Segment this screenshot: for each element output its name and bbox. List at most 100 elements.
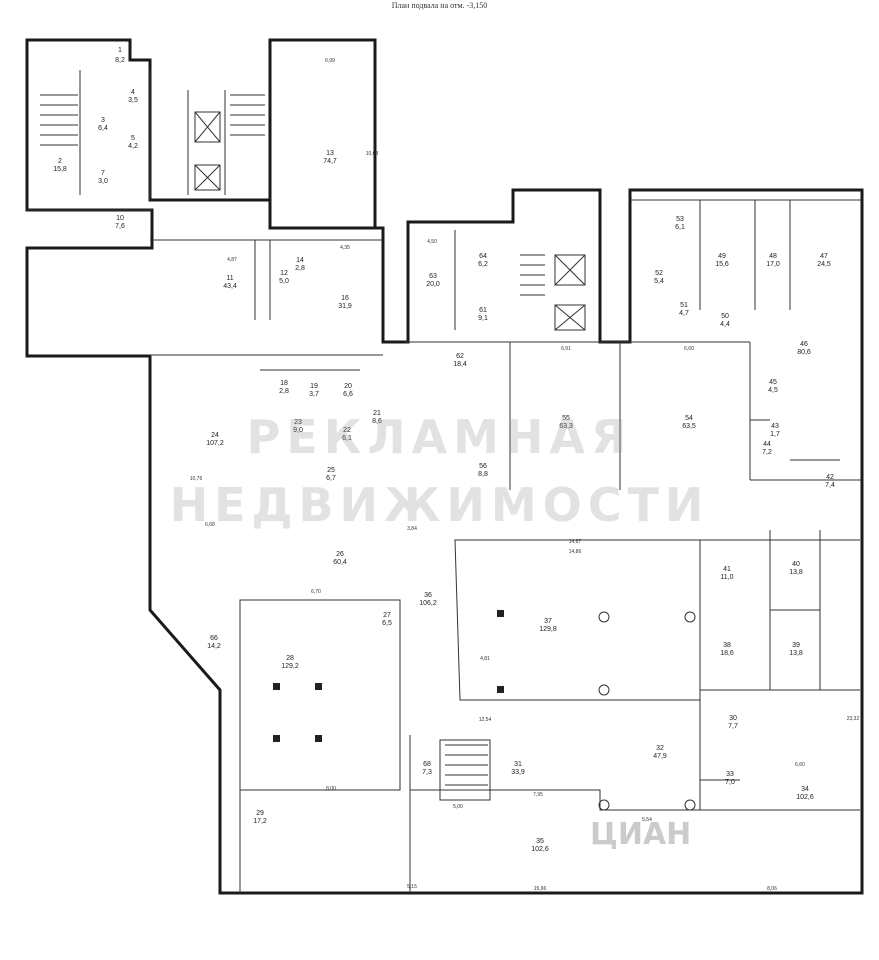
room-52-area: 5,4 [654, 278, 664, 285]
room-49-label: 49 [718, 253, 726, 260]
room-53-area: 6,1 [675, 224, 685, 231]
room-18-label: 18 [280, 380, 288, 387]
cian-logo: ЦИАН [590, 817, 692, 852]
room-37-label: 37 [544, 618, 552, 625]
room-42-area: 7,4 [825, 482, 835, 489]
room-2-area: 15,8 [53, 166, 67, 173]
dimension-label: 8,00 [326, 786, 336, 792]
room-61-area: 9,1 [478, 315, 488, 322]
dimension-label: 4,87 [227, 257, 237, 263]
room-64-area: 6,2 [478, 261, 488, 268]
room-43-area: 1,7 [770, 431, 780, 438]
room-48-label: 48 [769, 253, 777, 260]
room-7-label: 7 [101, 170, 105, 177]
room-12-area: 5,0 [279, 278, 289, 285]
room-14-area: 2,8 [295, 265, 305, 272]
room-54-label: 54 [685, 415, 693, 422]
room-25-area: 6,7 [326, 475, 336, 482]
room-40-label: 40 [792, 561, 800, 568]
dimension-label: 3,84 [407, 526, 417, 532]
room-50-area: 4,4 [720, 321, 730, 328]
room-43-label: 43 [771, 423, 779, 430]
room-27-label: 27 [383, 612, 391, 619]
room-44-label: 44 [763, 441, 771, 448]
room-33-area: 7,0 [725, 779, 735, 786]
room-46-area: 80,6 [797, 349, 811, 356]
room-41-area: 11,0 [720, 574, 733, 581]
dimension-label: 6,99 [325, 58, 335, 64]
room-56-area: 8,8 [478, 471, 488, 478]
dimension-labels: 6,99 10,68 4,87 4,35 4,50 14,87 14,86 6,… [190, 58, 860, 892]
room-44-area: 7,2 [762, 449, 772, 456]
room-30-area: 7,7 [728, 723, 738, 730]
room-62-label: 62 [456, 353, 464, 360]
room-68-area: 7,3 [422, 769, 432, 776]
outer-walls [25, 38, 864, 895]
room-3-area: 6,4 [98, 125, 108, 132]
dimension-label: 4,50 [427, 239, 437, 245]
room-28-area: 129,2 [281, 663, 299, 670]
room-13-label: 13 [326, 150, 334, 157]
room-23-label: 23 [294, 419, 302, 426]
room-48-area: 17,0 [766, 261, 780, 268]
room-68-label: 68 [423, 761, 431, 768]
room-14-label: 14 [296, 257, 304, 264]
room-13-area: 74,7 [323, 158, 337, 165]
room-5-area: 4,2 [128, 143, 138, 150]
room-21-label: 21 [373, 410, 381, 417]
room-24-area: 107,2 [206, 440, 224, 447]
room-30-label: 30 [729, 715, 737, 722]
room-46-label: 46 [800, 341, 808, 348]
dimension-label: 10,68 [366, 151, 379, 157]
plan-title: План подвала на отм. -3,150 [391, 1, 488, 10]
stairs [40, 94, 545, 786]
room-7-area: 3,0 [98, 178, 108, 185]
room-20-label: 20 [344, 383, 352, 390]
dimension-label: 4,35 [340, 245, 350, 251]
dimension-label: 5,00 [453, 804, 463, 810]
room-24-label: 24 [211, 432, 219, 439]
room-50-label: 50 [721, 313, 729, 320]
room-38-label: 38 [723, 642, 731, 649]
dimension-label: 8,06 [767, 886, 777, 892]
watermark-line-1: РЕКЛАМНАЯ [246, 410, 633, 464]
room-55-area: 63,3 [559, 423, 573, 430]
room-29-area: 17,2 [253, 818, 267, 825]
room-39-area: 13,8 [789, 650, 803, 657]
room-34-area: 102,6 [796, 794, 814, 801]
dimension-label: 4,81 [480, 656, 490, 662]
room-1-area: 8,2 [115, 57, 125, 64]
room-4-label: 4 [131, 89, 135, 96]
dimension-label: 23,32 [847, 716, 860, 722]
room-55-label: 55 [562, 415, 570, 422]
elevator-shafts [194, 111, 586, 331]
room-16-area: 31,9 [338, 303, 352, 310]
room-10-area: 7,6 [115, 223, 125, 230]
room-2-label: 2 [58, 158, 62, 165]
room-33-label: 33 [726, 771, 734, 778]
room-31-label: 31 [514, 761, 522, 768]
room-49-area: 15,6 [715, 261, 729, 268]
room-66-area: 14,2 [207, 643, 221, 650]
room-37-area: 129,8 [539, 626, 557, 633]
room-64-label: 64 [479, 253, 487, 260]
room-51-label: 51 [680, 302, 688, 309]
room-35-label: 35 [536, 838, 544, 845]
room-56-label: 56 [479, 463, 487, 470]
room-36-area: 106,2 [419, 600, 437, 607]
room-28-label: 28 [286, 655, 294, 662]
dimension-label: 12,54 [479, 717, 492, 723]
room-45-area: 4,5 [768, 387, 778, 394]
room-38-area: 18,6 [720, 650, 734, 657]
room-19-label: 19 [310, 383, 318, 390]
room-1-label: 1 [118, 47, 122, 54]
room-41-label: 41 [723, 566, 731, 573]
room-53-label: 53 [676, 216, 684, 223]
room-52-label: 52 [655, 270, 663, 277]
dimension-label: 5,54 [642, 817, 652, 823]
dimension-label: 6,70 [311, 589, 321, 595]
room-25-label: 25 [327, 467, 335, 474]
dimension-label: 15,96 [534, 886, 547, 892]
room-40-area: 13,8 [789, 569, 803, 576]
